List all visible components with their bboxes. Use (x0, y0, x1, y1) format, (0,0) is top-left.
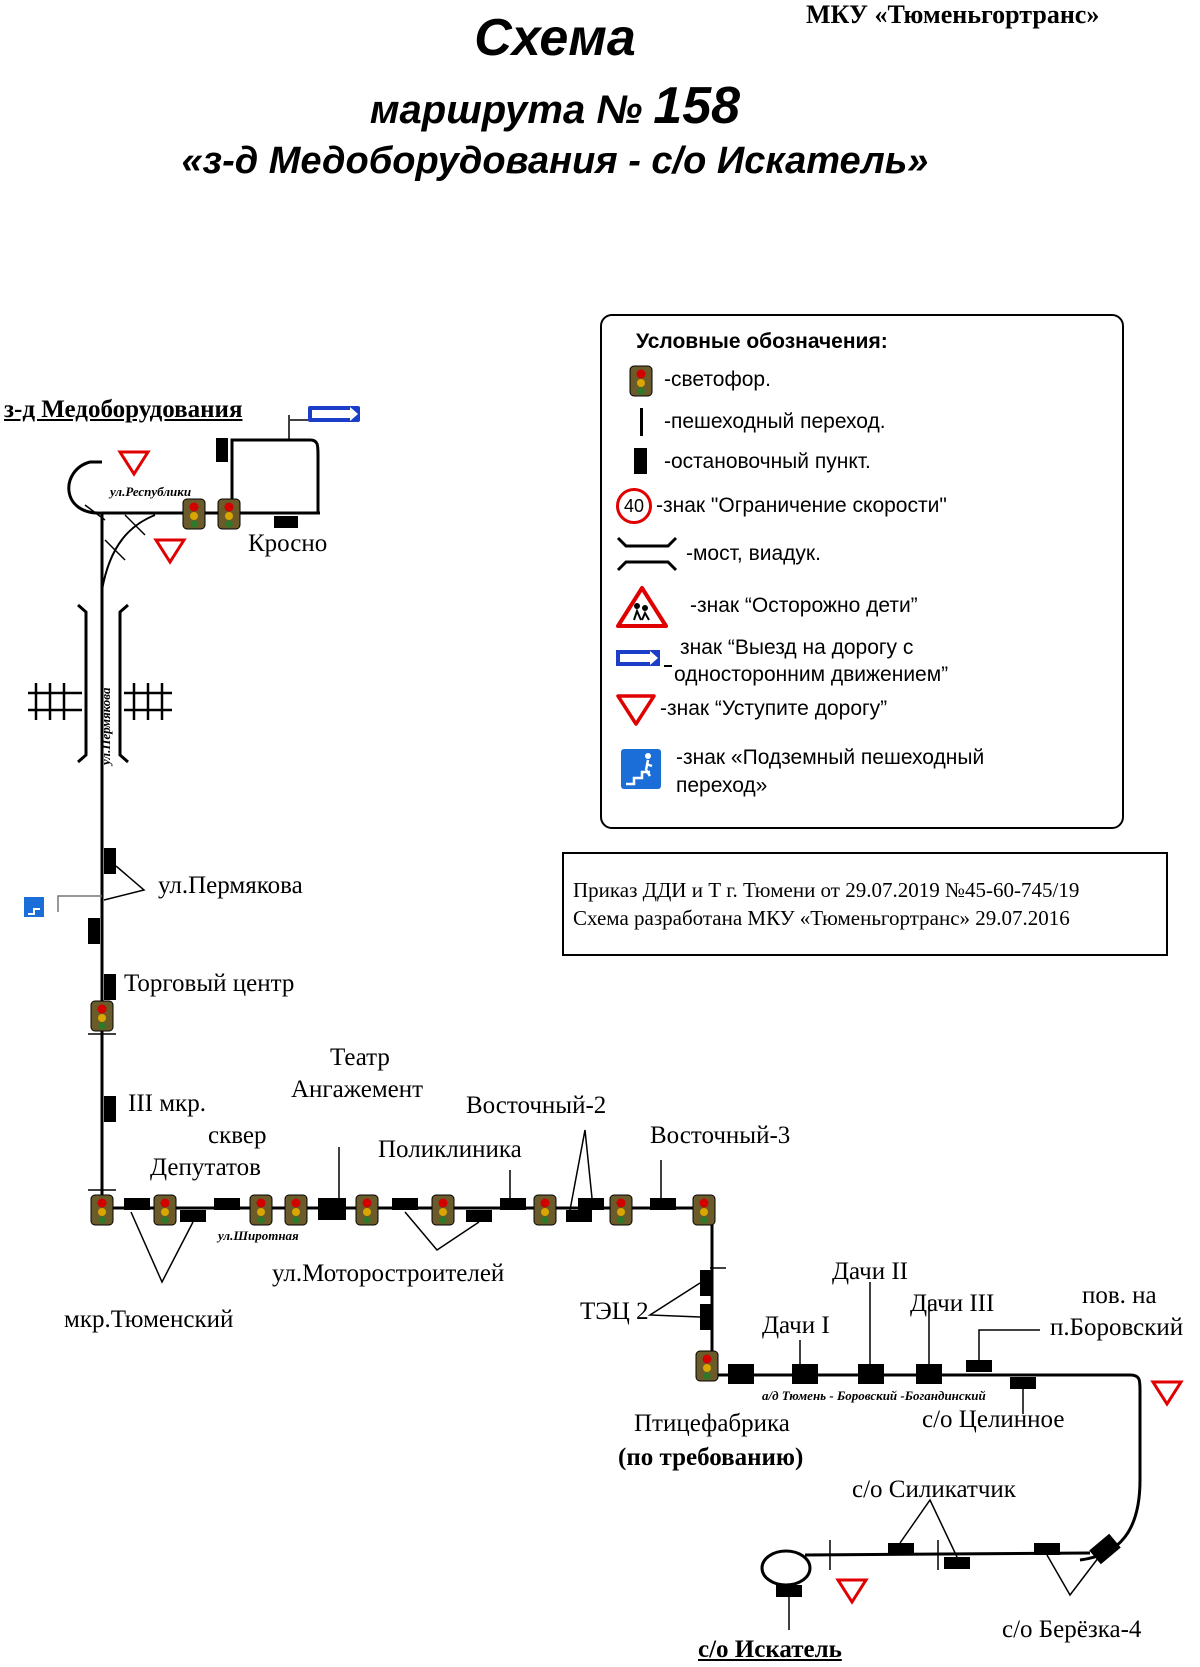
bus-stop-icon (274, 516, 298, 528)
street-label: а/д Тюмень - Боровский -Богандинский (762, 1388, 986, 1403)
stop-label: Дачи III (910, 1290, 995, 1317)
children-warning-sign-icon (616, 586, 668, 628)
bus-stop-icon (216, 438, 228, 462)
legend-text: -знак “Уступите дорогу” (660, 697, 888, 720)
legend-text: -светофор. (664, 368, 771, 391)
stop-label: с/о Силикатчик (852, 1476, 1016, 1503)
bus-stop-icon (88, 918, 100, 944)
developer-line: Схема разработана МКУ «Тюменьгортранс» 2… (573, 906, 1070, 930)
bridge-icon (77, 603, 129, 764)
bus-stop-icon (104, 974, 116, 1000)
street-label: ул.Пермякова (98, 687, 113, 766)
end-stop-label: с/о Искатель (698, 1636, 842, 1663)
stop-label: Птицефабрика (634, 1410, 790, 1437)
stop-label: ул.Моторостроителей (272, 1260, 505, 1287)
legend-text: -остановочный пункт. (664, 450, 871, 473)
order-line: Приказ ДДИ и Т г. Тюмени от 29.07.2019 №… (573, 878, 1080, 902)
underpass-sign-icon (24, 897, 44, 917)
underpass-sign-icon (621, 749, 661, 789)
stop-label: с/о Берёзка-4 (1002, 1616, 1142, 1643)
stop-label: Торговый центр (124, 970, 295, 997)
one-way-exit-sign-icon (308, 406, 360, 422)
bridge-icon (616, 536, 678, 572)
route-number: 158 (653, 77, 741, 135)
order-note: Приказ ДДИ и Т г. Тюмени от 29.07.2019 №… (562, 852, 1168, 956)
stop-label: Поликлиника (378, 1136, 522, 1163)
railway-icon (28, 683, 172, 720)
pedestrian-crossing-icon (640, 408, 643, 436)
traffic-light-icon (217, 498, 241, 530)
stop-label: мкр.Тюменский (64, 1306, 234, 1333)
stop-label: Дачи II (832, 1258, 909, 1285)
scheme-title: Схема (474, 9, 636, 67)
route-line (102, 1206, 1142, 1562)
yield-sign-icon (118, 450, 150, 476)
stop-label: (по требованию) (618, 1444, 804, 1471)
legend-text: -мост, виадук. (686, 542, 821, 565)
stop-label: п.Боровский (1050, 1314, 1184, 1341)
stop-label: Театр (330, 1044, 390, 1071)
legend-text: -пешеходный переход. (664, 410, 886, 433)
stop-label: с/о Целинное (922, 1406, 1065, 1433)
route-name: «з-д Медоборудования - с/о Искатель» (181, 140, 929, 182)
stop-label: пов. на (1082, 1282, 1157, 1309)
start-loop (67, 438, 320, 1200)
stop-label: ТЭЦ 2 (580, 1298, 649, 1325)
legend-text: знак “Выезд на дорогу с (680, 636, 914, 659)
traffic-light-icon (90, 1000, 114, 1032)
legend-text: односторонним движением” (674, 663, 949, 686)
speed-limit-sign-icon: 40 (616, 488, 652, 524)
start-stop-label: з-д Медоборудования (4, 396, 243, 423)
one-way-exit-sign-icon (616, 650, 672, 667)
organization-name: МКУ «Тюменьгортранс» (806, 0, 1100, 29)
legend-text: -знак "Ограничение скорости" (656, 494, 947, 517)
stop-label: Восточный-2 (466, 1092, 607, 1119)
route-number-line: маршрута № 158 (0, 76, 1110, 136)
legend: Условные обозначения: -светофор. -пешехо… (600, 314, 1124, 829)
bus-stop-icon (634, 448, 647, 474)
yield-sign-icon (836, 1578, 868, 1604)
legend-text: -знак “Осторожно дети” (690, 594, 918, 617)
stop-label: сквер (208, 1122, 267, 1149)
legend-text: переход» (676, 774, 768, 797)
yield-sign-icon (154, 538, 186, 564)
stop-label: Дачи I (762, 1312, 830, 1339)
legend-text: -знак «Подземный пешеходный (676, 746, 985, 769)
yield-sign-icon (1151, 1380, 1183, 1406)
bus-stop-icon (104, 1096, 116, 1122)
street-label: ул.Республики (110, 484, 192, 499)
stop-label: Ангажемент (291, 1076, 424, 1103)
yield-sign-icon (616, 694, 656, 726)
stop-label: Восточный-3 (650, 1122, 791, 1149)
route-prefix: маршрута № (369, 88, 643, 132)
legend-title: Условные обозначения: (636, 330, 888, 353)
street-label: ул.Широтная (218, 1228, 299, 1243)
stop-label: ул.Пермякова (158, 872, 303, 899)
stop-label: Депутатов (150, 1154, 261, 1181)
bus-stop-icon (104, 848, 116, 874)
traffic-lights-main (90, 1194, 719, 1382)
traffic-light-icon (629, 365, 653, 397)
stop-label: III мкр. (128, 1090, 206, 1117)
stop-label: Кросно (248, 530, 328, 557)
traffic-light-icon (182, 498, 206, 530)
